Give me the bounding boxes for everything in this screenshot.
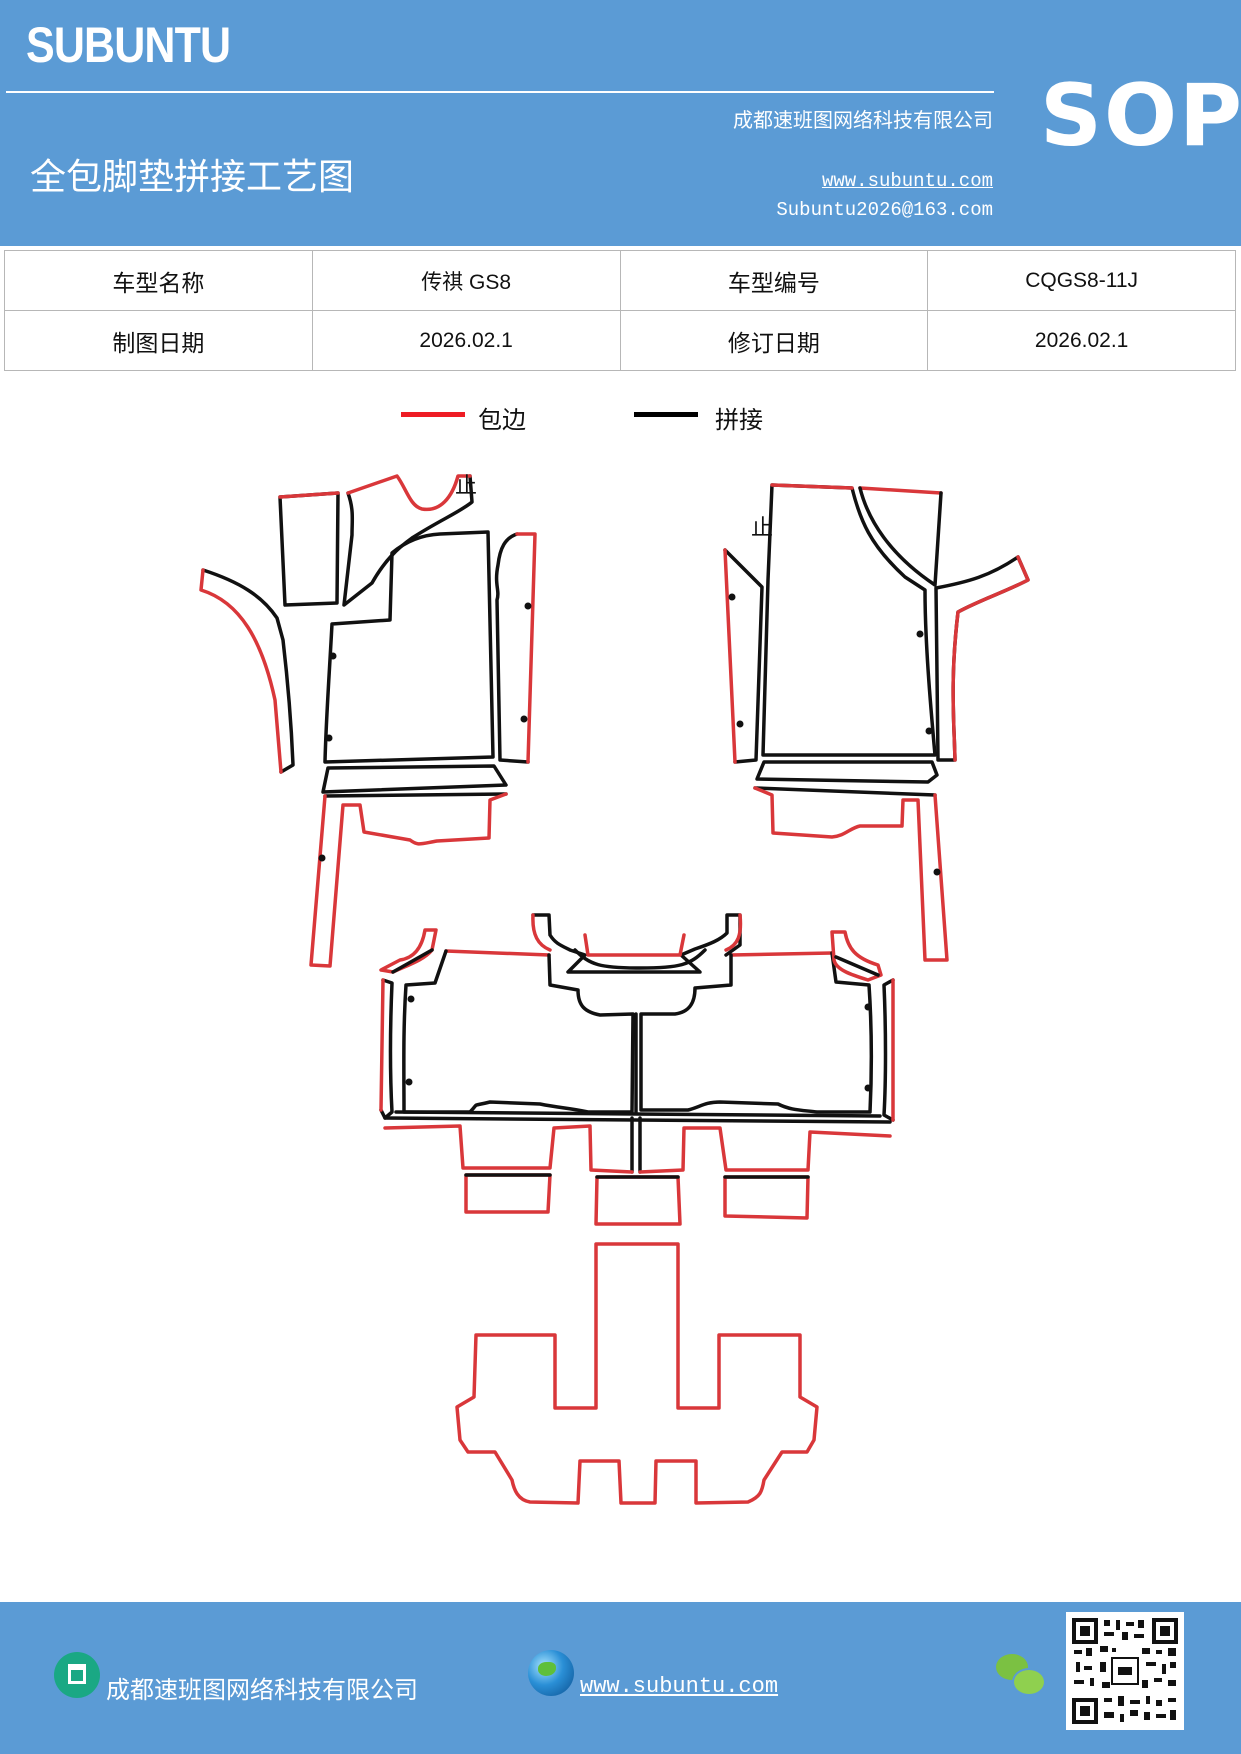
rear-mat-outline xyxy=(455,1242,819,1505)
middle-left-main-panel xyxy=(402,949,635,1114)
front-right-lower-edge xyxy=(753,786,949,962)
middle-tunnel-inner-seam xyxy=(573,948,707,970)
front-right-left-strip-edge xyxy=(723,548,737,764)
legend: 包边 拼接 xyxy=(0,400,1241,440)
draw-date-value: 2026.02.1 xyxy=(311,310,621,371)
header-divider xyxy=(6,91,994,93)
wechat-icon[interactable] xyxy=(996,1654,1046,1698)
middle-tunnel-top xyxy=(531,913,742,974)
middle-outer-strip-left-edge xyxy=(379,978,385,1112)
front-left-right-strip xyxy=(494,532,530,764)
brand-logo: SUBUNTU xyxy=(26,17,231,73)
front-left-small-panel-edge xyxy=(278,491,340,499)
front-right-lower-seam xyxy=(753,786,937,797)
front-right-main-panel-edge xyxy=(770,483,943,495)
footer-banner: 成都速班图网络科技有限公司 www.subuntu.com xyxy=(0,1602,1241,1754)
header-website-link[interactable]: www.subuntu.com xyxy=(821,170,993,192)
front-left-main-panel xyxy=(323,530,495,764)
table-row: 制图日期 2026.02.1 修订日期 2026.02.1 xyxy=(4,310,1236,371)
revision-date-label: 修订日期 xyxy=(619,310,929,371)
header-email: Subuntu2026@163.com xyxy=(776,199,993,221)
vehicle-info-table: 车型名称 传祺 GS8 车型编号 CQGS8-11J 制图日期 2026.02.… xyxy=(4,250,1236,371)
middle-outer-strip-left xyxy=(379,978,394,1120)
front-right-left-strip xyxy=(723,548,764,764)
legend-label-edging: 包边 xyxy=(478,406,526,434)
front-right-main-panel xyxy=(761,483,937,757)
front-left-right-strip-edge xyxy=(515,532,537,764)
front-right-bottom-bar xyxy=(755,760,939,784)
middle-bottom-seam xyxy=(383,1116,892,1124)
middle-bottom-small-left xyxy=(464,1173,552,1214)
front-right-upper-panel xyxy=(858,486,943,587)
middle-bottom-seam-upper xyxy=(394,1110,882,1118)
front-left-side-strip xyxy=(201,568,295,774)
middle-bottom-edge xyxy=(383,1124,892,1174)
table-row: 车型名称 传祺 GS8 车型编号 CQGS8-11J xyxy=(4,250,1236,311)
stop-mark-left: 止 xyxy=(455,474,477,499)
footer-website-link[interactable]: www.subuntu.com xyxy=(580,1674,779,1699)
draw-date-label: 制图日期 xyxy=(4,310,313,371)
middle-right-main-panel xyxy=(639,951,874,1114)
document-title: 全包脚垫拼接工艺图 xyxy=(30,157,355,198)
middle-right-corner-edge xyxy=(830,930,883,982)
legend-swatch-edging xyxy=(401,412,465,417)
legend-swatch-seam xyxy=(634,412,698,417)
qr-code xyxy=(1066,1612,1184,1730)
floor-mat-diagram: 止 止 xyxy=(199,474,1030,1505)
front-right-side-strip-edge xyxy=(951,555,1030,762)
middle-left-top-edge xyxy=(444,949,834,957)
middle-tunnel-top-edge xyxy=(531,913,743,957)
middle-outer-strip-right xyxy=(882,978,895,1122)
middle-left-corner-seam xyxy=(391,948,434,974)
front-left-small-panel xyxy=(278,491,340,607)
front-left-lower-edge xyxy=(309,792,508,968)
middle-center-vertical-seam xyxy=(630,1012,642,1174)
front-left-mat-group: 止 xyxy=(199,474,537,968)
middle-row-mat-group xyxy=(379,913,895,1226)
middle-bottom-small-center xyxy=(594,1175,682,1226)
legend-label-seam: 拼接 xyxy=(715,406,763,434)
model-code-value: CQGS8-11J xyxy=(927,250,1236,311)
rear-mat-group xyxy=(455,1242,819,1505)
header-company: 成都速班图网络科技有限公司 xyxy=(733,108,993,132)
front-left-bottom-bar xyxy=(321,764,508,794)
globe-icon xyxy=(528,1650,574,1696)
revision-date-value: 2026.02.1 xyxy=(927,310,1236,371)
front-left-upper-curve-edge xyxy=(346,474,472,512)
stop-mark-right: 止 xyxy=(751,516,773,541)
middle-right-corner-seam xyxy=(834,955,880,977)
qr-code-pattern xyxy=(1072,1618,1178,1724)
sop-label: SOP xyxy=(1040,66,1241,166)
building-icon xyxy=(54,1652,100,1698)
front-left-side-strip-edge xyxy=(199,568,283,774)
front-right-mat-group: 止 xyxy=(723,483,1030,962)
front-left-lower-seam xyxy=(323,792,508,798)
header-banner: SUBUNTU 成都速班图网络科技有限公司 全包脚垫拼接工艺图 www.subu… xyxy=(0,0,1241,246)
footer-company: 成都速班图网络科技有限公司 xyxy=(106,1676,418,1704)
model-name-label: 车型名称 xyxy=(4,250,313,311)
model-name-value: 传祺 GS8 xyxy=(311,250,621,311)
model-code-label: 车型编号 xyxy=(619,250,929,311)
middle-bottom-small-right xyxy=(723,1175,810,1220)
